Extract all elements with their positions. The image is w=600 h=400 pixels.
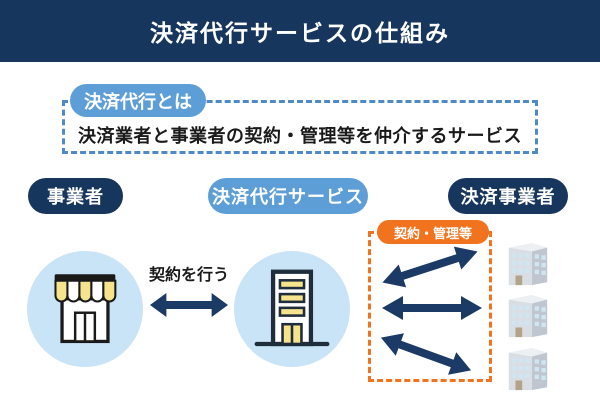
double-headed-arrow-icon bbox=[382, 295, 482, 321]
definition-text: 決済業者と事業者の契約・管理等を仲介するサービス bbox=[78, 126, 522, 146]
agency-label-pill: 決済代行サービス bbox=[208, 178, 368, 214]
merchant-label-pill: 事業者 bbox=[28, 178, 123, 214]
corporate-building-icon bbox=[504, 344, 550, 392]
corporate-building-icon bbox=[504, 239, 550, 287]
contract-annotation: 契約を行う bbox=[148, 267, 229, 284]
storefront-icon bbox=[44, 266, 126, 353]
definition-badge: 決済代行とは bbox=[70, 84, 206, 117]
double-headed-arrow-icon bbox=[150, 292, 228, 318]
provider-label-pill: 決済事業者 bbox=[448, 178, 568, 214]
agency-circle bbox=[234, 251, 350, 367]
corporate-building-icon bbox=[504, 291, 550, 339]
management-badge: 契約・管理等 bbox=[377, 220, 489, 244]
page-title: 決済代行サービスの仕組み bbox=[150, 20, 450, 46]
double-headed-arrow-icon bbox=[376, 325, 475, 382]
title-banner: 決済代行サービスの仕組み bbox=[0, 0, 600, 62]
office-building-icon bbox=[249, 264, 335, 355]
double-headed-arrow-icon bbox=[378, 239, 481, 295]
merchant-circle bbox=[27, 251, 143, 367]
